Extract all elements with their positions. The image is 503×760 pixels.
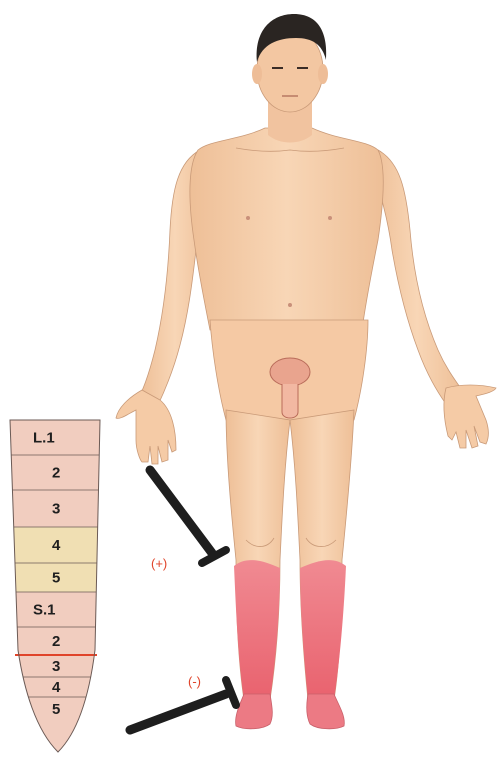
- left-ear: [318, 64, 328, 84]
- left-nipple: [328, 216, 332, 220]
- spine-segment-label: S.1: [33, 602, 56, 619]
- navel: [288, 303, 292, 307]
- spine-segment-label: 4: [52, 679, 61, 696]
- ankle-reflex-label: (-): [188, 674, 201, 689]
- left-foot: [307, 694, 345, 729]
- bladder-outline: [270, 358, 310, 386]
- spine-segment-label: 5: [52, 570, 60, 587]
- right-foot: [236, 694, 273, 729]
- human-figure: [116, 14, 496, 729]
- hammer-head: [226, 680, 236, 705]
- reflex-hammer-knee: [150, 470, 226, 563]
- right-hand: [116, 390, 176, 464]
- spine-segment-band: [0, 420, 110, 455]
- spine-segment-label: L.1: [33, 430, 55, 447]
- knee-reflex-label: (+): [151, 556, 167, 571]
- right-ear: [252, 64, 262, 84]
- hammer-handle: [130, 694, 226, 730]
- spine-segment-label: 2: [52, 465, 60, 482]
- torso: [190, 128, 383, 330]
- affected-area-left-leg: [300, 560, 346, 700]
- left-arm: [372, 150, 462, 404]
- right-nipple: [246, 216, 250, 220]
- left-hand: [444, 385, 496, 448]
- spine-segment-label: 2: [52, 633, 60, 650]
- hammer-handle: [150, 470, 212, 553]
- urethra-outline: [282, 384, 298, 418]
- spine-segment-label: 3: [52, 501, 60, 518]
- spine-segment-label: 3: [52, 658, 60, 675]
- reflex-hammer-ankle: [130, 680, 236, 730]
- spine-segment-label: 4: [52, 537, 61, 554]
- spine-segment-label: 5: [52, 701, 60, 718]
